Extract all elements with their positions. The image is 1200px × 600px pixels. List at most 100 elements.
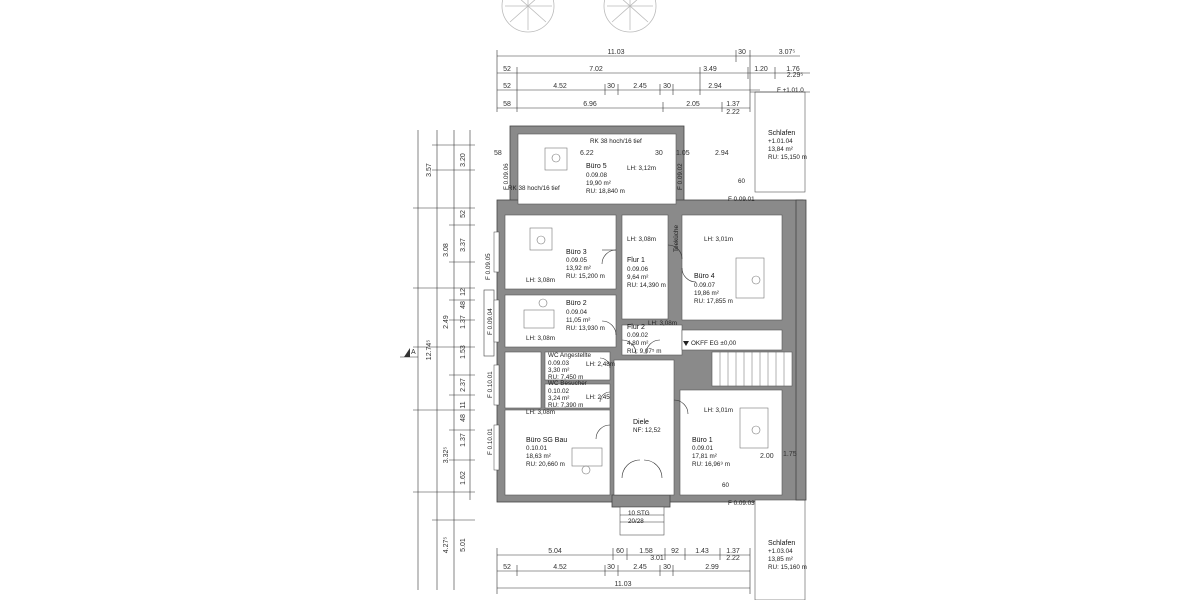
svg-text:RU: 9,07⁵ m: RU: 9,07⁵ m [627,348,661,355]
dim-top-4-c: 2.05 [686,101,700,108]
svg-text:Büro 4: Büro 4 [694,273,715,280]
bottom-dimensions: 5.04 60 1.58 92 1.43 1.37 3.01 2.22 52 4… [496,548,751,594]
svg-text:6.22: 6.22 [580,150,594,157]
dim-top-3-b: 4.52 [553,83,567,90]
dim-left-i1: 3.20 [460,153,467,167]
dim-left-i11: 1.37 [460,433,467,447]
dim-bot-1-g: 3.01 [650,555,664,562]
room-buero5 [517,133,677,205]
dim-bot-2-e: 30 [663,564,671,571]
dim-bot-1-d: 92 [671,548,679,555]
svg-text:58: 58 [494,150,502,157]
svg-text:0.09.03: 0.09.03 [548,360,570,367]
dim-top-3-f: 2.94 [708,83,722,90]
windows-left [483,231,500,471]
dim-top-3-d: 2.45 [633,83,647,90]
tree-icon [501,0,657,33]
svg-text:RU: 15,150 m: RU: 15,150 m [768,154,807,161]
svg-text:OKFF EG ±0,00: OKFF EG ±0,00 [691,340,737,347]
svg-text:F 0.09.06: F 0.09.06 [503,163,510,190]
svg-text:11,05 m²: 11,05 m² [566,317,590,324]
radiator-label: RK 38 hoch/16 tief [508,185,560,192]
svg-text:RU: 16,96⁹ m: RU: 16,96⁹ m [692,461,730,468]
staircase [711,351,793,387]
dim-top-2-f: 2.29⁵ [787,72,804,79]
svg-text:2.94: 2.94 [715,150,729,157]
dim-left-i6: 1.37 [460,315,467,329]
dim-left-b: 3.08 [443,243,450,257]
room-flur2 [621,324,683,356]
svg-text:Büro 1: Büro 1 [692,437,713,444]
left-dimensions: 3.57 3.08 2.49 3.32⁵ 4.27⁵ 12.74⁵ 3.20 5… [400,130,475,590]
dim-left-i13: 5.01 [460,538,467,552]
svg-text:Büro 2: Büro 2 [566,300,587,307]
svg-text:19,86 m²: 19,86 m² [694,290,719,297]
svg-text:0.09.08: 0.09.08 [586,172,608,179]
svg-text:RU: 14,390 m: RU: 14,390 m [627,282,666,289]
dim-left-i8: 2.37 [460,378,467,392]
svg-text:Flur 2: Flur 2 [627,324,645,331]
level-marker-icon [683,341,689,346]
svg-text:1.75: 1.75 [783,451,797,458]
dim-bot-2-d: 2.45 [633,564,647,571]
dim-bot-1-e: 1.43 [695,548,709,555]
dim-top-2-a: 52 [503,66,511,73]
svg-text:RU: 7,450 m: RU: 7,450 m [548,374,583,381]
svg-text:F 0.10.01: F 0.10.01 [487,371,494,398]
svg-text:LH: 2,48m: LH: 2,48m [586,361,615,368]
dim-bot-2-a: 52 [503,564,511,571]
svg-text:13,92 m²: 13,92 m² [566,265,591,272]
svg-text:LH: 3,08m: LH: 3,08m [526,409,555,416]
room-wc-besucher [544,383,611,409]
svg-text:19,90 m²: 19,90 m² [586,180,611,187]
dim-bot-2-f: 2.99 [705,564,719,571]
svg-text:13,85 m²: 13,85 m² [768,556,793,563]
room-buero1 [679,389,783,496]
svg-text:WC Besucher: WC Besucher [548,380,587,387]
dim-top-4-a: 58 [503,101,511,108]
dim-left-i2: 52 [460,210,467,218]
svg-text:Büro 3: Büro 3 [566,249,587,256]
room-buero3 [504,214,617,290]
svg-text:13,84 m²: 13,84 m² [768,146,793,153]
svg-text:LH: 3,08m: LH: 3,08m [526,277,555,284]
svg-text:Flur 1: Flur 1 [627,257,645,264]
svg-text:F 0.09.01: F 0.09.01 [728,196,755,203]
svg-text:RU: 15,160 m: RU: 15,160 m [768,564,807,571]
dim-bot-2-b: 4.52 [553,564,567,571]
svg-text:0.09.01: 0.09.01 [692,445,714,452]
svg-text:Diele: Diele [633,419,649,426]
svg-text:Schlafen: Schlafen [768,130,795,137]
dim-bot-3-a: 11.03 [615,581,632,588]
svg-text:17,81 m²: 17,81 m² [692,453,717,460]
svg-text:Büro SG Bau: Büro SG Bau [526,437,567,444]
top-dimensions: 11.03 30 3.07⁵ 52 7.02 3.49 1.20 1.76 2.… [496,49,810,116]
room-corner [504,351,542,409]
svg-text:Schlafen: Schlafen [768,540,795,547]
entrance-steps [619,506,665,536]
rooms [504,133,793,536]
dim-top-1-a: 11.03 [608,49,625,56]
svg-text:10 STG: 10 STG [628,510,650,517]
svg-text:RU: 13,930 m: RU: 13,930 m [566,325,605,332]
svg-text:60: 60 [722,482,730,489]
svg-text:F 0.09.04: F 0.09.04 [487,308,494,335]
dim-top-3-e: 30 [663,83,671,90]
dim-left-i10: 48 [460,414,467,422]
svg-text:LH: 3,01m: LH: 3,01m [704,236,733,243]
radiator-label: RK 38 hoch/16 tief [590,138,642,145]
section-marker: A [400,348,418,358]
dim-left-i4: 12 [460,288,467,296]
svg-text:LH: 2,45: LH: 2,45 [586,394,610,401]
svg-text:F 0.09.02: F 0.09.02 [677,163,684,190]
svg-text:RU: 17,855 m: RU: 17,855 m [694,298,733,305]
dim-left-i5: 48 [460,301,467,309]
svg-text:30: 30 [655,150,663,157]
dim-top-3-a: 52 [503,83,511,90]
dim-top-2-b: 7.02 [589,66,603,73]
dim-left-a: 3.57 [426,163,433,177]
svg-text:A: A [411,349,416,356]
dim-top-4-d: 1.37 [726,101,740,108]
dim-bot-1-c: 1.58 [639,548,653,555]
dim-top-4-e: 2.22 [726,109,740,116]
